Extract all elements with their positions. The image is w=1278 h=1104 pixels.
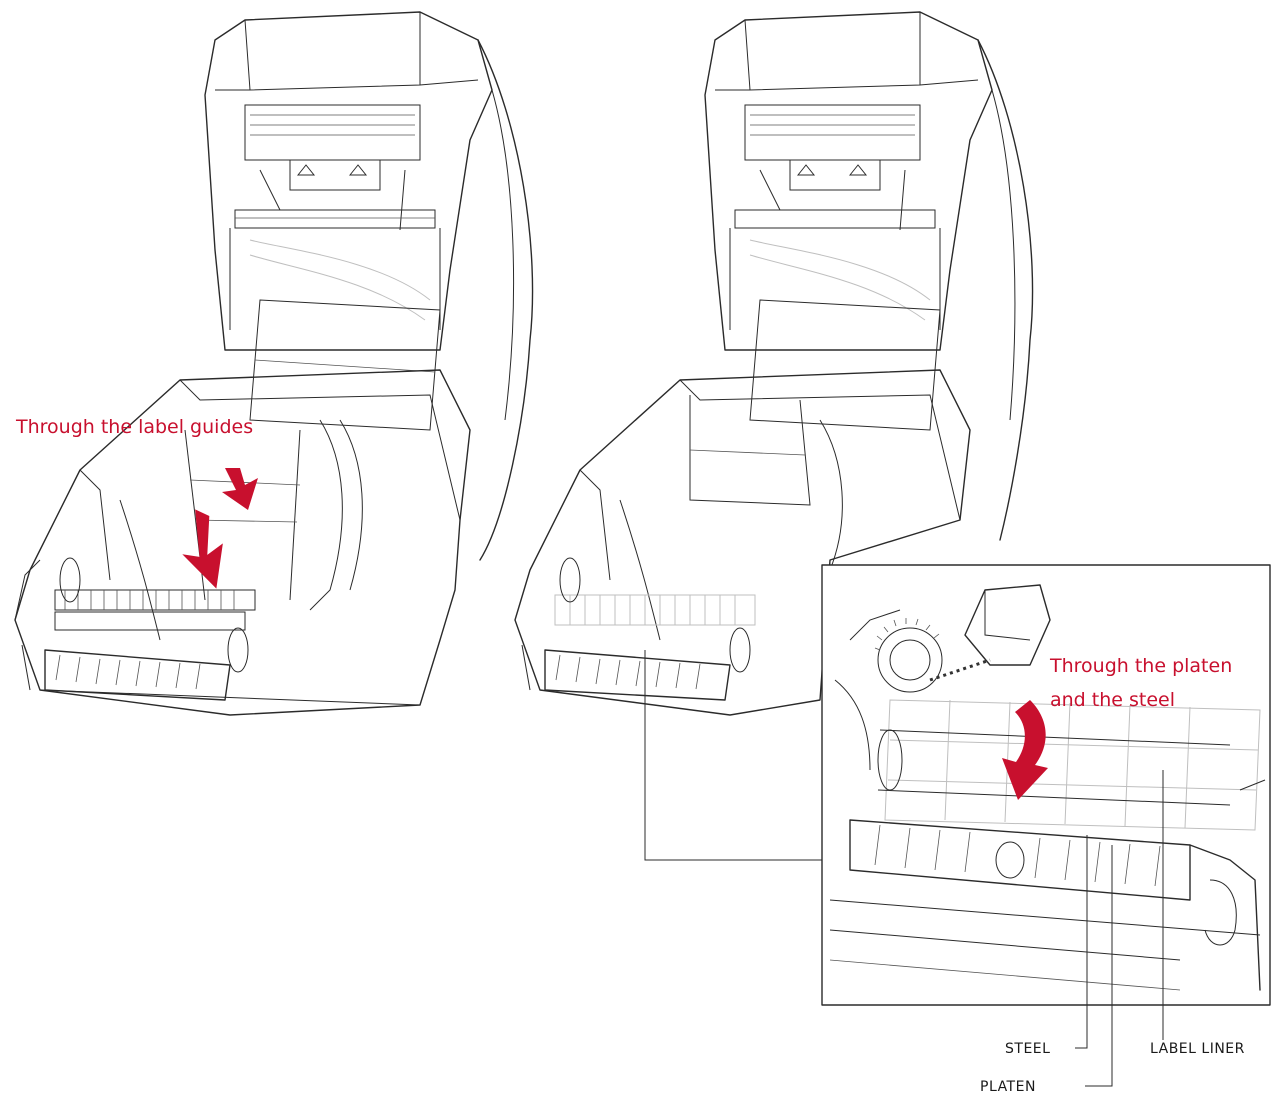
left-caption: Through the label guides [15, 416, 253, 438]
zoom-caption-line-1: Through the platen [1049, 655, 1232, 677]
printer-left [14, 11, 534, 716]
curved-arrow-icon [1002, 700, 1048, 800]
callout-line [644, 650, 822, 861]
zoom-inset [821, 564, 1271, 1006]
platen-leader-line [1085, 845, 1113, 1087]
down-arrow-icon [182, 468, 258, 589]
printer-right [514, 11, 1034, 716]
platen-label: PLATEN [980, 1079, 1036, 1095]
steel-label: STEEL [1005, 1041, 1050, 1057]
label-liner-label: LABEL LINER [1150, 1041, 1245, 1057]
steel-leader-line [1075, 835, 1088, 1049]
zoom-caption-line-2: and the steel [1050, 689, 1175, 711]
